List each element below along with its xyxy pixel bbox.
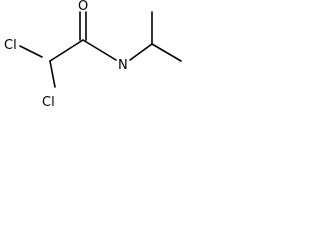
bond-cl-upper-to-chc <box>19 45 43 58</box>
bond-nitrogen-to-isopropyl-ch <box>129 43 153 61</box>
chlorine-lower-atom-label: Cl <box>42 95 55 110</box>
oxygen-atom-label: O <box>78 0 88 14</box>
bond-chc-to-carbonyl-carbon <box>49 39 84 62</box>
bond-cl-lower-to-chc <box>49 60 56 88</box>
chemical-structure: O N Cl Cl <box>4 0 182 110</box>
bond-carbonyl-carbon-to-nitrogen <box>82 39 117 61</box>
bond-isopropyl-ch-to-methyl-right <box>151 43 182 62</box>
chlorine-upper-atom-label: Cl <box>4 38 17 53</box>
nitrogen-atom-label: N <box>118 58 128 73</box>
